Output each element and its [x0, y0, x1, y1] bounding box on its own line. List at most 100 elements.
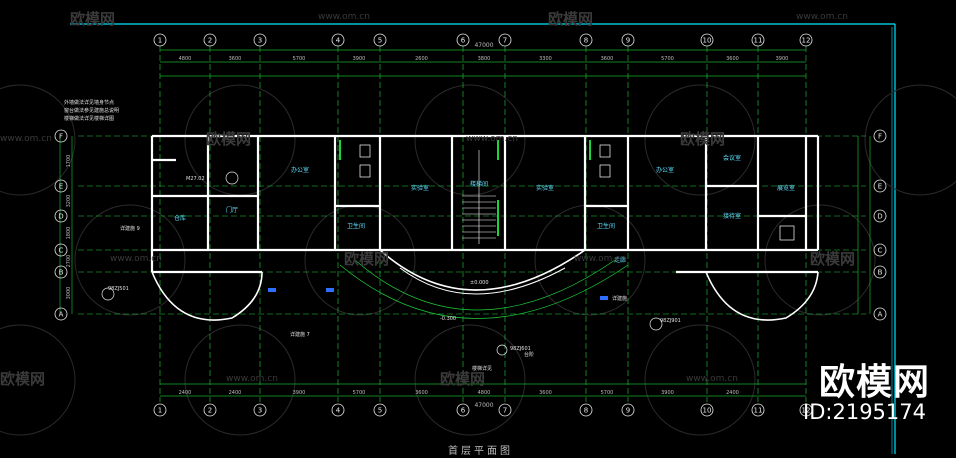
- dimension-top-3: 3900: [353, 56, 366, 62]
- axis-bubble-left-D-label: D: [58, 213, 63, 221]
- horizontal-grid-lines: [78, 135, 866, 315]
- axis-bubble-top-9: 9: [621, 33, 635, 47]
- vertical-grid-lines: [159, 46, 807, 402]
- watermark-brand-1: 欧模网: [70, 10, 116, 28]
- axis-bubble-right-F-label: F: [878, 133, 882, 141]
- dimension-left-2: 1800: [66, 227, 72, 240]
- axis-bubble-bottom-10-label: 10: [703, 407, 712, 415]
- axis-bubble-bottom-4-label: 4: [336, 407, 341, 415]
- axis-bubble-right-C-label: C: [878, 247, 883, 255]
- axis-bubble-top-3: 3: [253, 33, 267, 47]
- dimension-top-1: 3600: [229, 56, 242, 62]
- note-detail-ref: 详建施: [612, 295, 627, 302]
- axis-bubble-left-F-label: F: [59, 133, 63, 141]
- note-std-ref-2: 98ZJ601: [510, 346, 531, 352]
- watermark-brand-3: 欧模网: [206, 130, 252, 148]
- toilet-fixtures: [359, 144, 795, 241]
- axis-bubble-top-4: 4: [331, 33, 345, 47]
- axis-bubble-top-4-label: 4: [336, 37, 341, 45]
- section-marks: [101, 171, 663, 356]
- dimension-bottom-1: 2400: [229, 390, 242, 396]
- axis-bubble-bottom-6-label: 6: [461, 407, 466, 415]
- axis-bubble-bottom-3: 3: [253, 403, 267, 417]
- axis-bubble-top-7: 7: [498, 33, 512, 47]
- axis-bubble-left-C: C: [54, 243, 68, 257]
- watermark-url-6: www.om.cn: [574, 254, 626, 264]
- axis-bubble-bottom-5: 5: [373, 403, 387, 417]
- axis-bubble-top-3-label: 3: [258, 37, 262, 45]
- room-label-east-1: 会议室: [723, 154, 741, 162]
- axis-bubble-top-12: 12: [799, 33, 813, 47]
- dimension-top-6: 3300: [539, 56, 552, 62]
- axis-bubble-bottom-8-label: 8: [584, 407, 588, 415]
- axis-bubble-right-B: B: [873, 265, 887, 279]
- axis-bubble-top-8: 8: [579, 33, 593, 47]
- dimension-top-8: 5700: [661, 56, 674, 62]
- watermark-url-3: www.om.cn: [0, 134, 52, 144]
- axis-bubble-bottom-9-label: 9: [626, 407, 630, 415]
- axis-bubble-right-F: F: [873, 129, 887, 143]
- dimension-left-4: 3000: [66, 287, 72, 300]
- watermark-brand-6: 欧模网: [810, 250, 856, 268]
- axis-bubble-left-B: B: [54, 265, 68, 279]
- dimension-bottom-6: 3600: [539, 390, 552, 396]
- axis-bubble-top-2: 2: [203, 33, 217, 47]
- room-label-east-2: 展览室: [777, 184, 795, 192]
- watermark-brand-5: 欧模网: [344, 250, 390, 268]
- note-elevation-neg: -0.300: [440, 316, 456, 322]
- axis-bubble-left-E: E: [54, 179, 68, 193]
- room-label-lab-1: 实验室: [411, 184, 429, 192]
- dimension-bottom-8: 3900: [661, 390, 674, 396]
- axis-bubble-right-A: A: [873, 307, 887, 321]
- room-label-office-a: 办公室: [291, 166, 309, 174]
- axis-bubbles-left: A B C D E F: [54, 129, 68, 321]
- overall-dimension-bottom: 47000: [474, 402, 493, 409]
- watermark-url-8: www.om.cn: [686, 374, 738, 384]
- axis-bubble-top-10: 10: [700, 33, 714, 47]
- axis-bubble-bottom-2: 2: [203, 403, 217, 417]
- room-label-corridor: 走廊: [614, 256, 626, 264]
- room-labels: 办公室 办公室 实验室 实验室 卫生间 卫生间 楼梯间 仓库 门厅 会议室 展览…: [174, 154, 795, 264]
- axis-bubble-bottom-1-label: 1: [158, 407, 162, 415]
- axis-bubble-right-C: C: [873, 243, 887, 257]
- axis-bubble-bottom-4: 4: [331, 403, 345, 417]
- room-label-east-3: 接待室: [723, 212, 741, 220]
- brand-id-text: ID:2195174: [803, 400, 926, 424]
- axis-bubble-left-B-label: B: [59, 269, 64, 277]
- building-walls: [150, 134, 820, 274]
- axis-bubble-top-2-label: 2: [208, 37, 212, 45]
- dimension-top-2: 5700: [293, 56, 306, 62]
- axis-bubble-top-9-label: 9: [626, 37, 630, 45]
- note-door-ref: M27.02: [186, 176, 205, 182]
- axis-bubble-bottom-11: 11: [751, 403, 765, 417]
- drawing-notes: 外墙做法详见墙身节点 窗台做法参见建施总说明 楼梯做法详见楼梯详图 详建施 9 …: [64, 99, 681, 372]
- watermark-url-5: www.om.cn: [110, 254, 162, 264]
- axis-bubble-bottom-5-label: 5: [378, 407, 382, 415]
- axis-bubble-bottom-3-label: 3: [258, 407, 262, 415]
- watermark-url-4: www.om.cn: [466, 134, 518, 144]
- watermark-url-7: www.om.cn: [226, 374, 278, 384]
- axis-bubble-left-D: D: [54, 209, 68, 223]
- brand-logo-text: 欧模网: [818, 362, 930, 403]
- room-label-store: 仓库: [174, 214, 186, 222]
- axis-bubble-left-A-label: A: [59, 311, 64, 319]
- watermark-brand-7: 欧模网: [0, 370, 46, 388]
- note-detail-ref-7: 详建施 7: [290, 331, 310, 338]
- dimension-top-0: 4800: [179, 56, 192, 62]
- axis-bubble-right-A-label: A: [878, 311, 883, 319]
- door-markers: [268, 288, 608, 300]
- room-label-wc-2: 卫生间: [597, 222, 615, 230]
- dimension-bottom-9: 2400: [726, 390, 739, 396]
- axis-bubble-right-E: E: [873, 179, 887, 193]
- axis-bubble-top-11: 11: [751, 33, 765, 47]
- overall-dimension-top: 47000: [474, 42, 493, 49]
- axis-bubble-bottom-11-label: 11: [754, 407, 763, 415]
- room-label-wc-1: 卫生间: [347, 222, 365, 230]
- window-openings: [339, 140, 591, 236]
